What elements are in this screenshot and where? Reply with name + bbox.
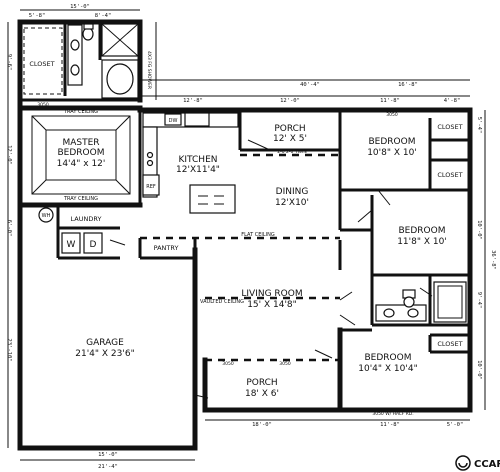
window-porch-r-label: 3050 bbox=[279, 361, 291, 367]
dim-bottom-1: 15'-0" bbox=[98, 452, 118, 458]
ref-label: REF bbox=[146, 184, 156, 190]
kitchen-size: 12'X11'4" bbox=[176, 165, 220, 175]
bedroom-top-size: 10'8" X 10' bbox=[367, 148, 417, 158]
closet-master-label: CLOSET bbox=[29, 60, 54, 68]
dim-right-5: 9'-4" bbox=[476, 292, 482, 309]
kitchen-fixtures bbox=[142, 112, 239, 214]
living-label: LIVING ROOM bbox=[241, 289, 302, 299]
master-tray-ceiling bbox=[31, 115, 131, 195]
dining-label: DINING bbox=[276, 187, 309, 197]
interior-walls bbox=[20, 22, 470, 354]
watermark-text: CCAR bbox=[474, 459, 500, 470]
garage-label: GARAGE bbox=[86, 338, 124, 348]
door-swings bbox=[109, 139, 433, 399]
dryer-label: D bbox=[90, 240, 97, 250]
shower-label: 4X3 FG SHOWER bbox=[146, 51, 152, 89]
dw-label: DW bbox=[169, 118, 178, 124]
closet-br2-label: CLOSET bbox=[437, 171, 462, 179]
window-porch-l-label: 3050 bbox=[222, 361, 234, 367]
ccar-watermark: CCAR bbox=[455, 455, 500, 471]
porch-bottom-size: 18' X 6' bbox=[245, 389, 279, 399]
porch-top-size: 12' X 5' bbox=[273, 134, 307, 144]
living-size: 15' X 14'8" bbox=[247, 300, 297, 310]
window-br-bottom-label: 3050 W/ HALF RD. bbox=[372, 411, 413, 417]
master-bath-fixtures bbox=[23, 23, 139, 99]
washer-label: W bbox=[67, 240, 76, 250]
dim-right-2: 10'-0" bbox=[476, 220, 482, 240]
open-plan-lines bbox=[140, 153, 340, 362]
laundry-fixtures bbox=[38, 207, 103, 254]
window-br-top-label: 3050 bbox=[386, 112, 398, 118]
flat-ceiling-label: FLAT CEILING bbox=[241, 232, 275, 238]
dim-right-1: 5'-4" bbox=[476, 117, 482, 134]
dim-row2-2: 12'-0" bbox=[280, 98, 300, 104]
room-labels: MASTER BEDROOM 14'4" x 12' KITCHEN 12'X1… bbox=[57, 124, 447, 399]
pantry-label: PANTRY bbox=[154, 244, 179, 252]
dim-left-3: 6'-0" bbox=[6, 220, 12, 237]
dim-bottom-2: 18'-0" bbox=[252, 422, 272, 428]
ccar-logo-icon bbox=[455, 455, 471, 471]
exterior-walls bbox=[17, 19, 473, 451]
dining-size: 12'X10' bbox=[275, 198, 309, 208]
master-label: MASTER bbox=[62, 138, 99, 148]
porch-top-label: PORCH bbox=[274, 124, 305, 134]
window-top-label: 2-0 2-0 TWIN bbox=[277, 149, 306, 155]
bedroom-mid-size: 11'8" X 10' bbox=[397, 237, 447, 247]
dim-top-2: 8'-4" bbox=[95, 13, 112, 19]
master-label-2: BEDROOM bbox=[58, 148, 105, 158]
dim-top-1: 5'-8" bbox=[29, 13, 46, 19]
closet-br1-label: CLOSET bbox=[437, 123, 462, 131]
dimension-lines bbox=[7, 9, 486, 461]
dim-row2-3: 11'-8" bbox=[380, 98, 400, 104]
bedroom-bottom-size: 10'4" X 10'4" bbox=[358, 364, 417, 374]
tray-top-label: TRAY CEILING bbox=[63, 109, 98, 115]
dim-left-1: 9'-6" bbox=[6, 54, 12, 71]
dim-right-4: 10'-0" bbox=[476, 360, 482, 380]
dim-right-3: 36'-8" bbox=[490, 250, 496, 270]
closet-br3-label: CLOSET bbox=[437, 340, 462, 348]
porch-bottom-label: PORCH bbox=[246, 378, 277, 388]
master-size: 14'4" x 12' bbox=[57, 159, 106, 169]
bedroom-bottom-label: BEDROOM bbox=[365, 353, 412, 363]
laundry-label: LAUNDRY bbox=[71, 215, 102, 223]
window-master-top-label: 3050 bbox=[37, 102, 49, 108]
dim-bottom-4: 5'-0" bbox=[447, 422, 464, 428]
hall-bath-fixtures bbox=[375, 281, 467, 323]
small-labels: CLOSET CLOSET CLOSET CLOSET LAUNDRY PANT… bbox=[29, 51, 462, 417]
dim-top-total: 15'-0" bbox=[70, 4, 90, 10]
dimension-text: 5'-8" 8'-4" 15'-0" 40'-4" 16'-8" 12'-8" … bbox=[6, 4, 496, 470]
dim-bottom-3: 11'-8" bbox=[380, 422, 400, 428]
vaulted-label: VAULTED CEILING bbox=[200, 299, 244, 305]
tray-bottom-label: TRAY CEILING bbox=[63, 196, 98, 202]
dim-top-3: 40'-4" bbox=[300, 82, 320, 88]
dim-top-4: 16'-8" bbox=[398, 82, 418, 88]
bedroom-mid-label: BEDROOM bbox=[399, 226, 446, 236]
kitchen-label: KITCHEN bbox=[179, 155, 218, 165]
dim-row2-4: 4'-8" bbox=[444, 98, 461, 104]
dim-bottom-total: 21'-4" bbox=[98, 464, 118, 470]
dim-row2-1: 12'-8" bbox=[183, 98, 203, 104]
dim-left-4: 23'-10" bbox=[6, 338, 12, 361]
bedroom-top-label: BEDROOM bbox=[369, 137, 416, 147]
water-heater-label: WH bbox=[42, 213, 51, 219]
garage-size: 21'4" X 23'6" bbox=[75, 349, 134, 359]
dim-left-2: 12'-0" bbox=[6, 145, 12, 165]
